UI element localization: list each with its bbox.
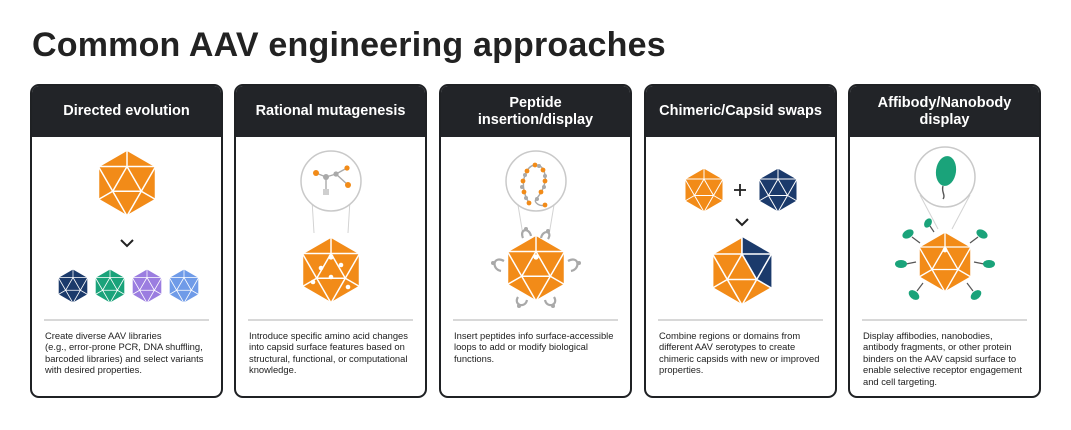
card-title: Directed evolution <box>32 86 221 137</box>
navy-capsid-icon <box>57 268 89 304</box>
chevron-down-icon <box>120 239 134 248</box>
blue-capsid-icon <box>168 268 200 304</box>
card-description: Introduce specific amino acid changes in… <box>249 330 408 376</box>
chimeric-capsid-icon <box>711 236 773 306</box>
nanobody-zoom-icon <box>914 146 976 230</box>
nanobody-illustration <box>895 146 995 300</box>
card-chimeric-swaps: Chimeric/Capsid swaps <box>644 84 837 398</box>
card-description: Display affibodies, nanobodies, antibody… <box>863 330 1022 387</box>
card-illustration <box>236 137 425 317</box>
molecule-zoom-icon <box>300 150 362 234</box>
card-title: Rational mutagenesis <box>236 86 425 137</box>
peptide-capsid-icon <box>491 227 581 308</box>
card-divider <box>248 319 413 321</box>
card-divider <box>453 319 618 321</box>
card-illustration <box>441 137 630 317</box>
orange-capsid-icon <box>684 167 724 213</box>
rational-mutagenesis-illustration <box>300 150 362 304</box>
card-peptide-insertion: Peptide insertion/display <box>439 84 632 398</box>
navy-capsid-icon <box>758 167 798 213</box>
plus-icon <box>734 184 746 196</box>
card-description: Insert peptides info surface-accessible … <box>454 330 614 364</box>
card-illustration <box>32 137 221 317</box>
purple-capsid-icon <box>131 268 163 304</box>
peptide-loop-zoom-icon <box>505 150 567 236</box>
card-affibody-nanobody: Affibody/Nanobody display <box>848 84 1041 398</box>
chimeric-illustration <box>684 167 798 306</box>
green-capsid-icon <box>94 268 126 304</box>
peptide-insertion-illustration <box>491 150 581 308</box>
card-description: Create diverse AAV libraries (e.g., erro… <box>45 330 204 376</box>
card-title: Chimeric/Capsid swaps <box>646 86 835 137</box>
card-directed-evolution: Directed evolution <box>30 84 223 398</box>
card-divider <box>658 319 823 321</box>
card-illustration <box>850 137 1039 317</box>
card-divider <box>44 319 209 321</box>
card-divider <box>862 319 1027 321</box>
approach-cards: Directed evolution <box>30 84 1042 398</box>
orange-capsid-icon <box>97 149 157 217</box>
page-title: Common AAV engineering approaches <box>32 26 666 64</box>
mutated-capsid-icon <box>301 236 361 304</box>
directed-evolution-illustration <box>57 149 200 304</box>
card-title: Affibody/Nanobody display <box>850 86 1039 137</box>
chevron-down-icon <box>735 218 749 227</box>
nanobody-capsid-icon <box>895 218 995 300</box>
card-illustration <box>646 137 835 317</box>
card-title: Peptide insertion/display <box>441 86 630 137</box>
card-description: Combine regions or domains from differen… <box>659 330 820 376</box>
card-rational-mutagenesis: Rational mutagenesis <box>234 84 427 398</box>
